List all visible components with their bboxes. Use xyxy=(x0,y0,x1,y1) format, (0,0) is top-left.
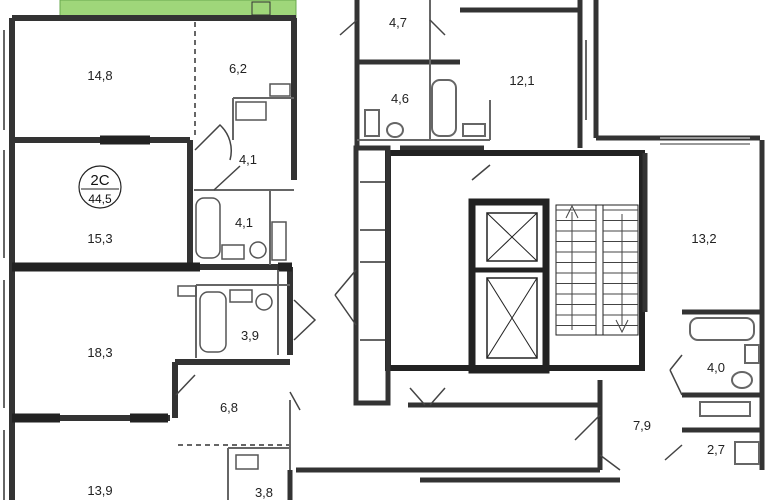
room-area-label: 13,9 xyxy=(87,483,112,498)
corridor-walls xyxy=(287,380,620,500)
room-area-label: 12,1 xyxy=(509,73,534,88)
thick-walls xyxy=(12,135,292,423)
room-area-label: 4,1 xyxy=(235,215,253,230)
room-area-label: 4,1 xyxy=(239,152,257,167)
stair-steps xyxy=(556,204,638,334)
walls-top-apartment xyxy=(354,0,760,151)
room-area-label: 3,9 xyxy=(241,328,259,343)
walls xyxy=(9,15,297,500)
room-area-label: 6,8 xyxy=(220,400,238,415)
bath-fixtures xyxy=(177,83,291,470)
apartment-badge[interactable]: 2С 44,5 xyxy=(78,165,122,209)
room-area-label: 7,9 xyxy=(633,418,651,433)
apartment-badge-circle xyxy=(78,165,122,209)
stair-core xyxy=(385,150,645,374)
stair-arrowhead xyxy=(565,204,579,219)
room-area-label: 3,8 xyxy=(255,485,273,500)
room-area-label: 2,7 xyxy=(707,442,725,457)
stair-arrowhead xyxy=(615,319,629,334)
room-area-label: 14,8 xyxy=(87,68,112,83)
room-area-label: 15,3 xyxy=(87,231,112,246)
apartment-total-area: 44,5 xyxy=(88,192,112,206)
room-area-label: 6,2 xyxy=(229,61,247,76)
top-apartment-details xyxy=(357,0,587,141)
room-area-label: 4,7 xyxy=(389,15,407,30)
room-area-label: 4,0 xyxy=(707,360,725,375)
apartment-type-label: 2С xyxy=(90,172,109,189)
shaft-column xyxy=(353,145,391,406)
room-area-label: 18,3 xyxy=(87,345,112,360)
door-swings xyxy=(175,19,683,471)
room-area-label: 4,6 xyxy=(391,91,409,106)
room-area-label: 13,2 xyxy=(691,231,716,246)
right-apartment-details xyxy=(660,137,760,465)
walls-right-apartment xyxy=(642,140,765,470)
thin-walls xyxy=(3,22,294,500)
